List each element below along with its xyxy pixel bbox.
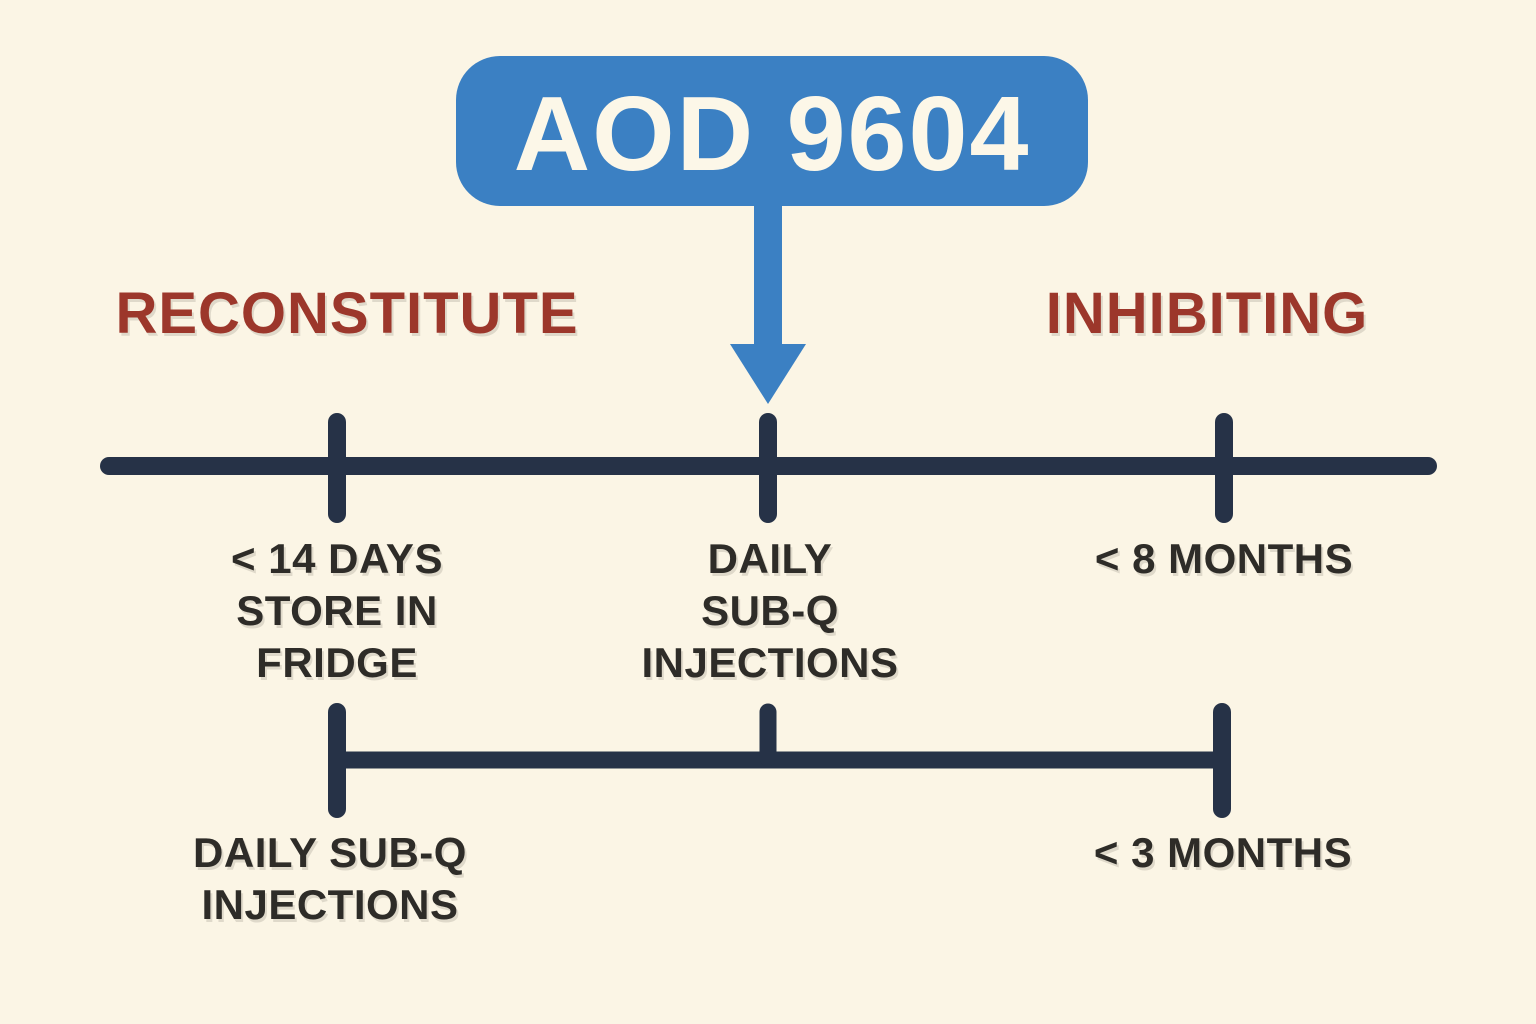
- timeline-top-label-fridge: < 14 DAYS STORE IN FRIDGE: [231, 533, 443, 689]
- page-title: AOD 9604: [513, 75, 1031, 193]
- label-line: < 14 DAYS: [231, 535, 443, 582]
- section-heading-reconstitute: RECONSTITUTE: [115, 281, 579, 346]
- label-line: DAILY: [707, 535, 833, 582]
- timeline-top-label-months: < 8 MONTHS: [1095, 533, 1353, 585]
- label-line: INJECTIONS: [641, 639, 899, 686]
- label-line: < 3 MONTHS: [1093, 829, 1353, 876]
- arrow-down-icon: [730, 200, 806, 404]
- label-line: DAILY SUB-Q: [193, 829, 467, 876]
- label-line: FRIDGE: [256, 639, 418, 686]
- timeline-bottom-label-injections: DAILY SUB-Q INJECTIONS: [193, 827, 467, 931]
- timeline-top-label-injections: DAILY SUB-Q INJECTIONS: [641, 533, 898, 689]
- label-line: STORE IN: [236, 587, 438, 634]
- section-heading-inhibiting: INHIBITING: [1045, 281, 1369, 346]
- timeline-bottom: [328, 703, 1231, 818]
- label-line: < 8 MONTHS: [1094, 535, 1354, 582]
- label-line: SUB-Q: [701, 587, 839, 634]
- label-line: INJECTIONS: [201, 881, 459, 928]
- timeline-bottom-label-months: < 3 MONTHS: [1094, 827, 1352, 879]
- title-box: AOD 9604: [456, 56, 1088, 206]
- timeline-top: [100, 413, 1437, 523]
